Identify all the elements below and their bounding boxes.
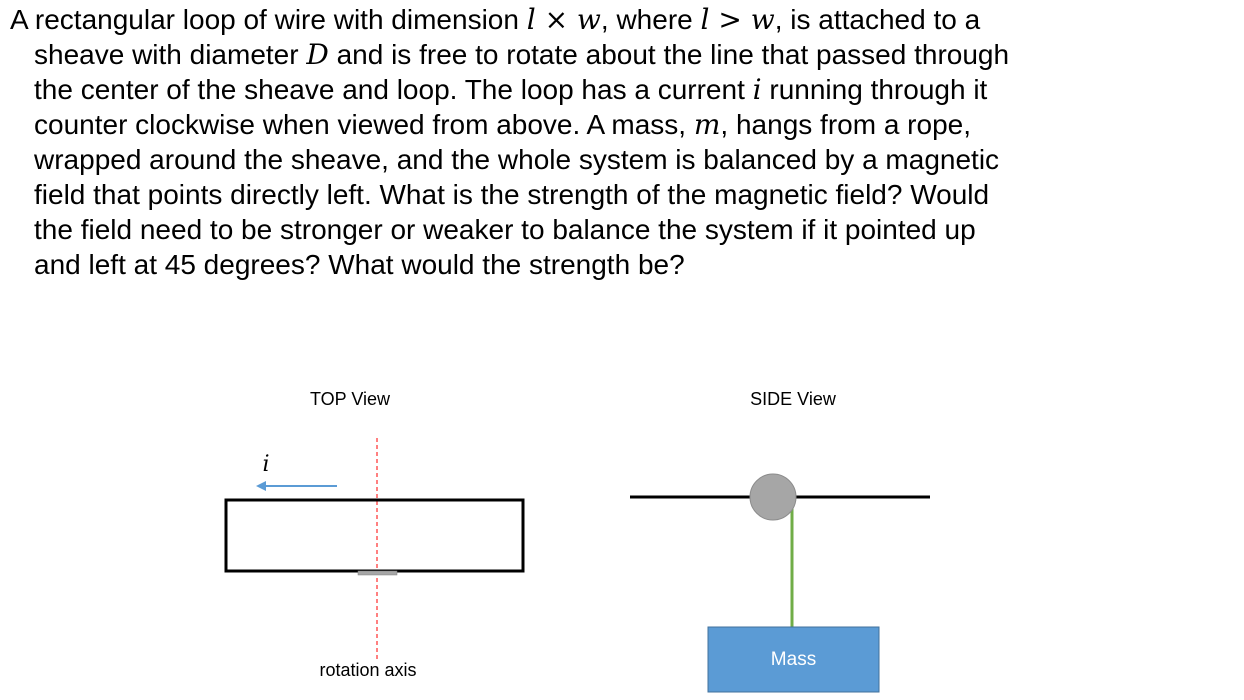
question-text-segment: , is attached to a [774, 4, 981, 35]
question-text-segment: counter clockwise when viewed from above… [34, 109, 694, 140]
math-variable: l × w [526, 3, 601, 36]
current-label: i [262, 452, 270, 477]
sheave-top [357, 570, 398, 576]
question-text-segment: the field need to be stronger or weaker … [34, 214, 976, 245]
question-text-segment: wrapped around the sheave, and the whole… [34, 144, 1000, 175]
question-text-segment: the center of the sheave and loop. The l… [34, 74, 753, 105]
question-line: counter clockwise when viewed from above… [10, 107, 1240, 142]
question-line: A rectangular loop of wire with dimensio… [10, 2, 1240, 37]
math-variable: i [752, 73, 762, 106]
question-text-segment: sheave with diameter [34, 39, 307, 70]
question-text: A rectangular loop of wire with dimensio… [10, 2, 1240, 282]
mass-block [707, 626, 880, 693]
question-text-segment: and left at 45 degrees? What would the s… [34, 249, 685, 280]
question-line: and left at 45 degrees? What would the s… [10, 247, 1240, 282]
question-text-segment: running through it [761, 74, 988, 105]
question-text-segment: and is free to rotate about the line tha… [328, 39, 1010, 70]
question-text-segment: , hangs from a rope, [720, 109, 971, 140]
question-line: wrapped around the sheave, and the whole… [10, 142, 1240, 177]
top-view-title: TOP View [309, 389, 391, 409]
rotation-axis-label: rotation axis [319, 660, 417, 680]
question-text-segment: field that points directly left. What is… [34, 179, 990, 210]
question-line: the field need to be stronger or weaker … [10, 212, 1240, 247]
question-text-segment: , where [600, 4, 701, 35]
math-variable: l > w [700, 3, 775, 36]
question-line: the center of the sheave and loop. The l… [10, 72, 1240, 107]
mass-label: Mass [770, 649, 817, 670]
current-arrow-icon [256, 481, 337, 491]
side-view-title: SIDE View [750, 389, 836, 409]
question-text-segment: A rectangular loop of wire with dimensio… [10, 4, 527, 35]
question-line: field that points directly left. What is… [10, 177, 1240, 212]
math-variable: D [306, 38, 329, 71]
question-line: sheave with diameter D and is free to ro… [10, 37, 1240, 72]
sheave-side [749, 473, 797, 521]
math-variable: m [693, 108, 721, 141]
wire-loop [224, 498, 525, 573]
